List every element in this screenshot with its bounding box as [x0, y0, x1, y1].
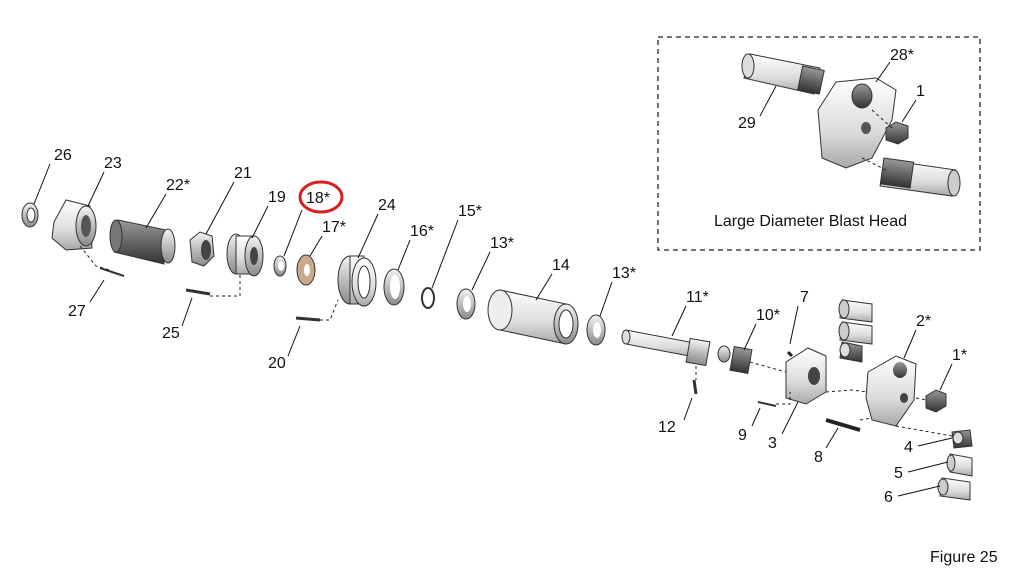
label-13b: 13*	[612, 265, 636, 282]
label-18: 18*	[306, 190, 330, 207]
label-21: 21	[234, 165, 252, 182]
assembly-lines	[79, 245, 953, 437]
inset-label-1: 1	[916, 83, 925, 100]
inset-nozzle	[879, 157, 961, 197]
part-4-nozzle	[951, 429, 973, 449]
label-10: 10*	[756, 307, 780, 324]
label-20: 20	[268, 355, 286, 372]
label-5: 5	[894, 465, 903, 482]
label-11: 11*	[686, 289, 709, 306]
part-23-coupling	[51, 199, 97, 251]
label-23: 23	[104, 155, 122, 172]
part-3-hub	[785, 347, 827, 405]
part-24-housing-ring	[337, 255, 377, 307]
figure-caption: Figure 25	[930, 549, 998, 566]
label-14: 14	[552, 257, 570, 274]
label-17: 17*	[322, 219, 346, 236]
part-15-o-ring	[421, 287, 435, 309]
part-6-nozzle	[937, 477, 971, 501]
part-13-seal-right	[586, 314, 606, 346]
label-12: 12	[658, 419, 676, 436]
part-18-washer	[273, 255, 287, 277]
inset-large-diameter-blast-head: 28* 1 29 Large Diameter Blast Head	[657, 36, 981, 251]
inset-part-28-head	[817, 77, 897, 169]
part-16-ring	[383, 268, 405, 306]
label-8: 8	[814, 449, 823, 466]
part-17-plate	[296, 254, 316, 286]
inset-part-29-shaft	[741, 53, 825, 95]
part-22-hose-fitting	[109, 219, 176, 265]
part-11-shaft	[621, 329, 731, 367]
label-22: 22*	[166, 177, 190, 194]
label-27: 27	[68, 303, 86, 320]
inset-title: Large Diameter Blast Head	[714, 213, 907, 230]
part-21-hex-nut	[189, 231, 215, 267]
fasteners	[99, 267, 861, 432]
inset-label-28: 28*	[890, 47, 914, 64]
part-19-flange	[226, 233, 264, 277]
label-4: 4	[904, 439, 913, 456]
part-1-nut	[925, 389, 947, 413]
part-2-blast-head	[865, 355, 917, 427]
part-14-cylinder	[487, 289, 579, 345]
label-13a: 13*	[490, 235, 514, 252]
label-25: 25	[162, 325, 180, 342]
label-15: 15*	[458, 203, 482, 220]
label-24: 24	[378, 197, 396, 214]
label-3: 3	[768, 435, 777, 452]
highlight-circle-18	[298, 180, 344, 214]
part-5-nozzle	[946, 453, 973, 477]
label-16: 16*	[410, 223, 434, 240]
label-26: 26	[54, 147, 72, 164]
label-2: 2*	[916, 313, 931, 330]
callout-labels: 26 23 22* 21 19 18* 17* 24 16* 15* 13* 1…	[33, 147, 967, 506]
part-spare-nozzles	[838, 299, 873, 363]
label-1: 1*	[952, 347, 967, 364]
label-9: 9	[738, 427, 747, 444]
part-13-seal-left	[456, 288, 476, 320]
part-10-spline-collar	[729, 346, 753, 374]
part-26-washer	[21, 202, 39, 228]
label-19: 19	[268, 189, 286, 206]
inset-label-29: 29	[738, 115, 756, 132]
label-6: 6	[884, 489, 893, 506]
label-7: 7	[800, 289, 809, 306]
